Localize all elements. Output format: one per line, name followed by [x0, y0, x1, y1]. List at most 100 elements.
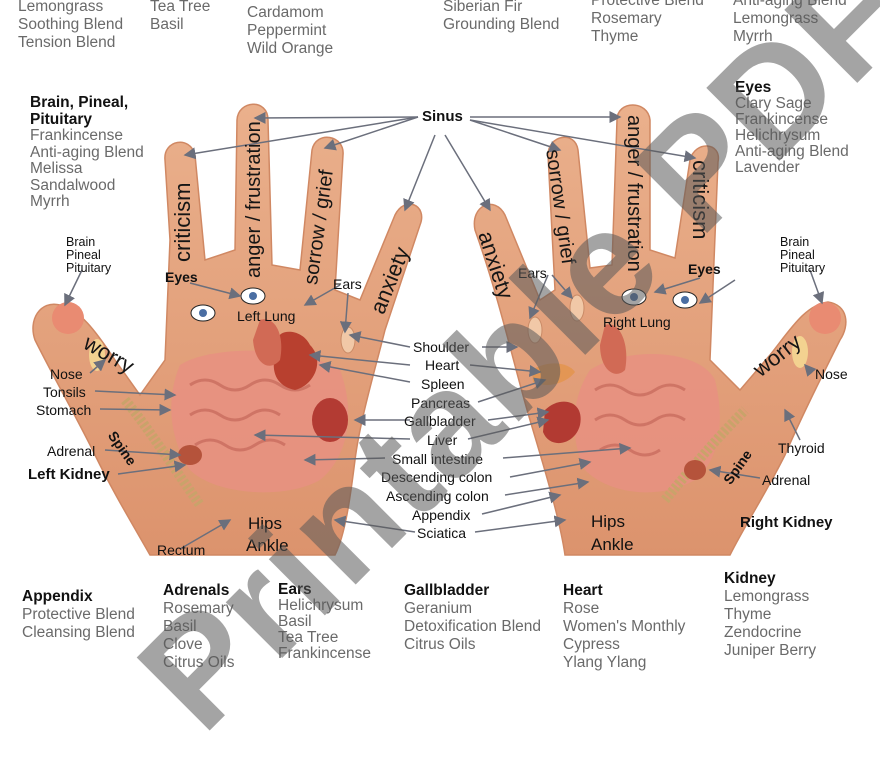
pancreas-label: Pancreas [411, 395, 471, 411]
left-brain-label: Brain Pineal Pituitary [66, 236, 111, 275]
left-hand [32, 103, 423, 556]
top-item: Tension Blend [18, 34, 116, 51]
top-item: Cardamom [247, 4, 324, 21]
top-item: Wild Orange [247, 40, 334, 57]
right-hips-label: Hips [591, 512, 626, 531]
right-liver [543, 401, 581, 444]
top-item: Grounding Blend [443, 16, 560, 33]
right-eyes-label: Eyes [688, 261, 721, 277]
descending-colon-label: Descending colon [381, 469, 493, 485]
right-brain-label: Brain Pineal Pituitary [780, 236, 825, 275]
hand-diagram [32, 103, 847, 556]
left-hips-label: Hips [248, 514, 283, 533]
kidney-oils-box: Kidney Lemongrass Thyme Zendocrine Junip… [724, 570, 816, 660]
left-adrenal-label: Adrenal [47, 443, 96, 459]
brain-label: Brain [780, 235, 810, 249]
top-item: Anti-aging Blend [733, 0, 847, 9]
sinus-label: Sinus [422, 108, 463, 125]
ears-title: Ears [278, 581, 312, 598]
adrenals-oil: Basil [163, 618, 197, 635]
right-ankle-label: Ankle [591, 535, 634, 554]
right-emotion-anger: anger / frustration [623, 115, 645, 272]
ears-oil: Basil [278, 613, 312, 630]
left-ears-label: Ears [333, 276, 362, 292]
brain-oils-box: Brain, Pineal, Pituitary Frankincense An… [30, 94, 144, 211]
gallbladder-label: Gallbladder [404, 413, 476, 429]
left-tonsils-label: Tonsils [43, 384, 86, 400]
top-item: Lemongrass [733, 10, 819, 27]
adrenals-oil: Clove [163, 636, 203, 653]
appendix-oil: Cleansing Blend [22, 624, 135, 641]
brain-oil: Anti-aging Blend [30, 143, 144, 161]
eyes-title: Eyes [735, 79, 772, 96]
small-intestine-label: Small intestine [392, 451, 484, 467]
left-eyes-label: Eyes [165, 269, 198, 285]
pointer-arrows [64, 111, 825, 550]
sciatica-label: Sciatica [417, 525, 467, 541]
eyes-oil: Helichrysum [735, 127, 821, 144]
right-lung [600, 324, 627, 374]
right-brain [809, 302, 841, 334]
kidney-title: Kidney [724, 570, 776, 587]
right-adrenal-label: Adrenal [762, 472, 811, 488]
top-partial-col-2: Tea Tree Basil [150, 0, 210, 34]
right-hand [473, 104, 847, 556]
shoulder-label: Shoulder [413, 339, 470, 355]
kidney-oil: Lemongrass [724, 588, 810, 605]
eyes-oil: Lavender [735, 159, 800, 176]
right-kidney-label: Right Kidney [740, 514, 833, 531]
left-ear [340, 326, 356, 354]
top-partial-col-5: Protective Blend Rosemary Thyme [591, 0, 704, 46]
heart-oil: Rose [563, 600, 600, 617]
left-ankle-label: Ankle [246, 536, 289, 555]
right-nose [792, 336, 808, 368]
brain-oil: Sandalwood [30, 176, 116, 194]
brain-label: Brain [66, 235, 96, 249]
left-lung [253, 319, 282, 366]
eyes-oil: Frankincense [735, 111, 829, 128]
gallbladder-oil: Citrus Oils [404, 636, 476, 653]
right-spine [661, 406, 749, 504]
pituitary-label: Pituitary [66, 261, 112, 275]
top-item: Thyme [591, 28, 639, 45]
right-nose-label: Nose [815, 366, 848, 382]
spleen-label: Spleen [421, 376, 465, 392]
top-item: Lemongrass [18, 0, 104, 15]
appendix-label: Appendix [412, 507, 471, 523]
gallbladder-oil: Geranium [404, 600, 473, 617]
eyes-oil: Anti-aging Blend [735, 143, 849, 160]
left-heart [273, 331, 318, 390]
heart-oil: Cypress [563, 636, 620, 653]
top-item: Tea Tree [150, 0, 211, 15]
heart-oils-box: Heart Rose Women's Monthly Cypress Ylang… [563, 582, 685, 672]
right-emotion-criticism: criticism [688, 160, 713, 240]
left-kidney [178, 445, 202, 465]
rectum-label: Rectum [157, 542, 206, 558]
ears-oil: Tea Tree [278, 629, 339, 646]
brain-oil: Frankincense [30, 127, 124, 144]
adrenals-title: Adrenals [163, 582, 230, 599]
left-emotion-anger: anger / frustration [243, 121, 265, 278]
gallbladder-oils-box: Gallbladder Geranium Detoxification Blen… [404, 582, 541, 654]
adrenals-oils-box: Adrenals Rosemary Basil Clove Citrus Oil… [163, 582, 234, 672]
adrenals-oil: Rosemary [163, 600, 234, 617]
appendix-oils-box: Appendix Protective Blend Cleansing Blen… [22, 588, 135, 642]
left-brain [52, 302, 84, 334]
top-partial-col-4: Siberian Fir Grounding Blend [443, 0, 559, 34]
top-partial-col-3: Cardamom Peppermint Wild Orange [247, 4, 333, 58]
eyes-oil: Clary Sage [735, 95, 812, 112]
thyroid-label: Thyroid [778, 440, 825, 456]
right-ears-label: Ears [518, 265, 547, 281]
top-item: Myrrh [733, 28, 773, 45]
left-emotion-criticism: criticism [170, 182, 195, 262]
left-kidney-label: Left Kidney [28, 466, 110, 483]
pineal-label: Pineal [780, 248, 815, 262]
brain-oil: Myrrh [30, 193, 70, 210]
top-partial-col-6: Anti-aging Blend Lemongrass Myrrh [733, 0, 847, 46]
heart-title: Heart [563, 582, 603, 599]
pineal-label: Pineal [66, 248, 101, 262]
ascending-colon-label: Ascending colon [386, 488, 489, 504]
pituitary-label: Pituitary [780, 261, 826, 275]
brain-title-2: Pituitary [30, 110, 93, 128]
adrenals-oil: Citrus Oils [163, 654, 235, 671]
